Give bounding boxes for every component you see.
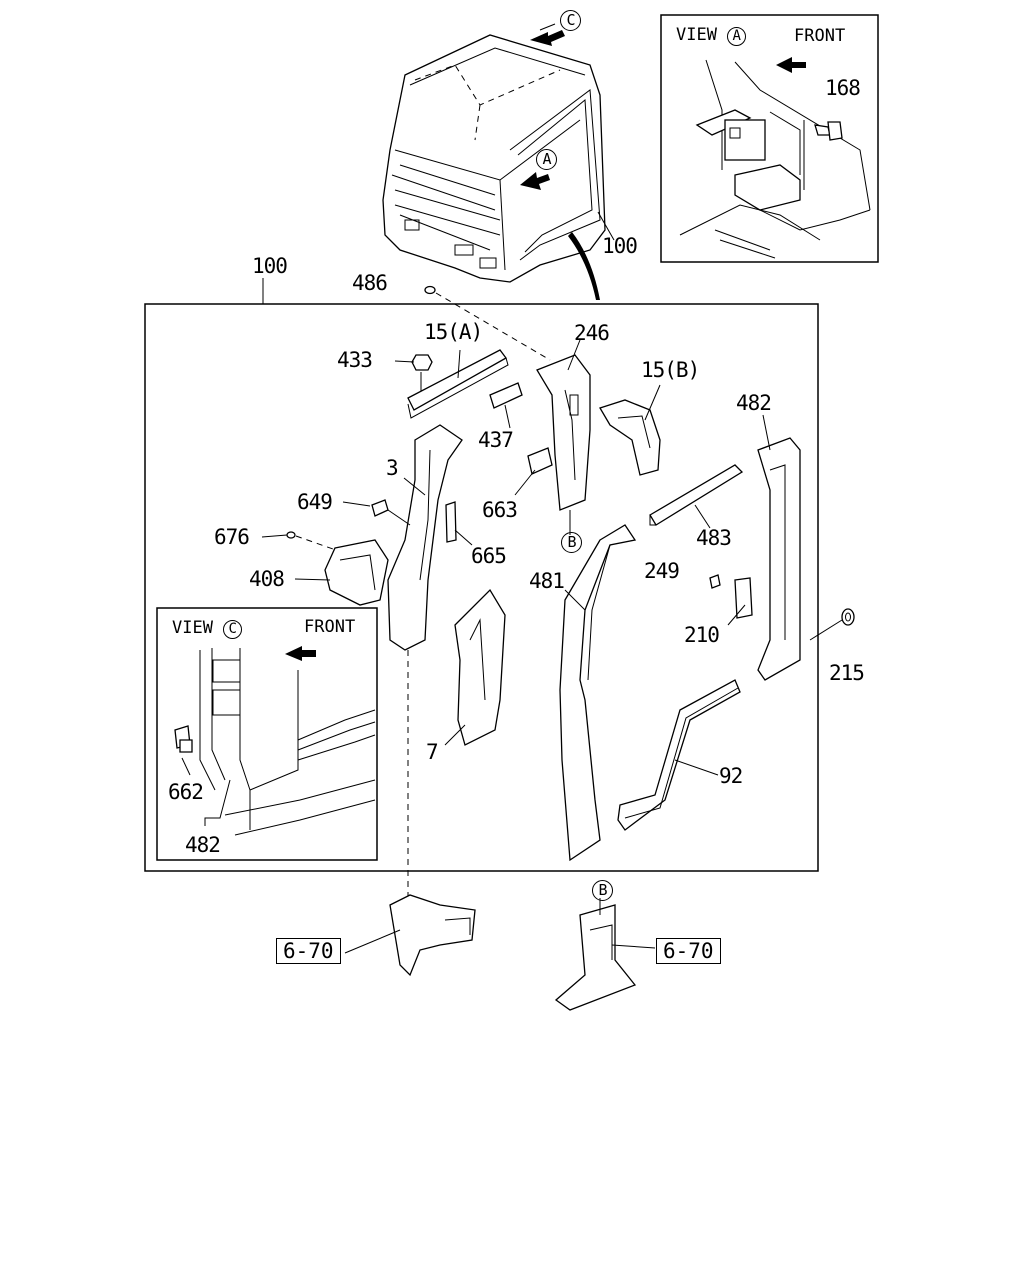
circle-b-top: B <box>561 530 582 553</box>
cab-arrow-c-letter: C <box>560 10 581 31</box>
circle-b-bottom-letter: B <box>592 880 613 901</box>
truck-cab-drawing <box>382 30 615 300</box>
view-a-label: VIEW A <box>676 25 747 46</box>
label-15b: 15(B) <box>641 358 700 382</box>
parts-drawing <box>286 285 855 900</box>
circle-b-top-letter: B <box>561 532 582 553</box>
label-649: 649 <box>297 490 333 514</box>
leader-lines <box>261 23 771 954</box>
label-481: 481 <box>529 569 565 593</box>
view-c-text: VIEW <box>172 618 213 638</box>
view-a-front-label: FRONT <box>794 26 846 46</box>
label-215: 215 <box>829 661 865 685</box>
label-210: 210 <box>684 623 720 647</box>
view-c-front-label: FRONT <box>304 617 356 637</box>
label-676: 676 <box>214 525 250 549</box>
label-168: 168 <box>825 76 861 100</box>
label-3: 3 <box>386 456 399 480</box>
view-a-circle-letter: A <box>727 27 747 46</box>
label-249: 249 <box>644 559 680 583</box>
view-c-label: VIEW C <box>172 618 243 639</box>
cab-arrow-c: C <box>560 8 581 31</box>
label-663: 663 <box>482 498 518 522</box>
label-15a: 15(A) <box>424 320 483 344</box>
lower-parts-drawing <box>389 894 637 1011</box>
view-a-frame <box>660 14 879 263</box>
label-437: 437 <box>478 428 514 452</box>
view-a-drawing <box>679 57 871 259</box>
label-486: 486 <box>352 271 388 295</box>
cab-arrow-a-letter: A <box>536 149 557 170</box>
label-100-cab: 100 <box>602 234 638 258</box>
cab-arrow-a: A <box>536 147 557 170</box>
label-246: 246 <box>574 321 610 345</box>
view-c-circle-letter: C <box>223 620 243 639</box>
ref-box-right[interactable]: 6-70 <box>656 938 721 964</box>
view-c-drawing <box>174 646 376 836</box>
label-482-view-c: 482 <box>185 833 221 857</box>
circle-b-bottom: B <box>592 878 613 901</box>
label-92: 92 <box>719 764 743 788</box>
label-433: 433 <box>337 348 373 372</box>
label-665: 665 <box>471 544 507 568</box>
main-frame-box <box>144 303 819 872</box>
label-482: 482 <box>736 391 772 415</box>
label-483: 483 <box>696 526 732 550</box>
label-662: 662 <box>168 780 204 804</box>
view-a-text: VIEW <box>676 25 717 45</box>
label-100-box: 100 <box>252 254 288 278</box>
view-c-frame <box>156 607 378 861</box>
label-408: 408 <box>249 567 285 591</box>
label-7: 7 <box>426 740 439 764</box>
ref-box-left[interactable]: 6-70 <box>276 938 341 964</box>
